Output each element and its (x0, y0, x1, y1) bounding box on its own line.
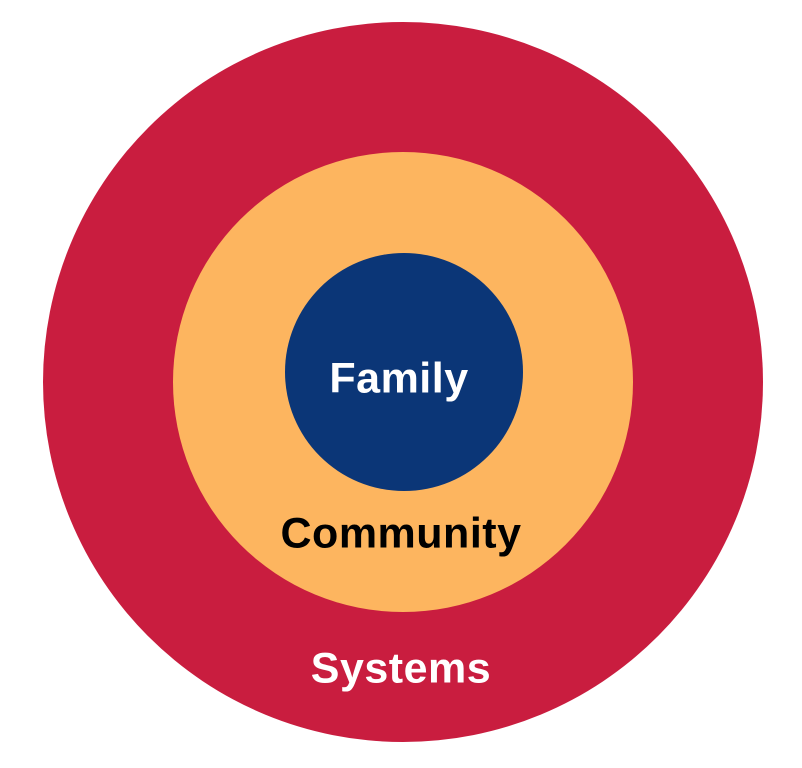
family-label: Family (329, 354, 469, 403)
community-label: Community (280, 509, 522, 558)
family-circle (285, 253, 523, 491)
systems-label: Systems (310, 644, 492, 693)
